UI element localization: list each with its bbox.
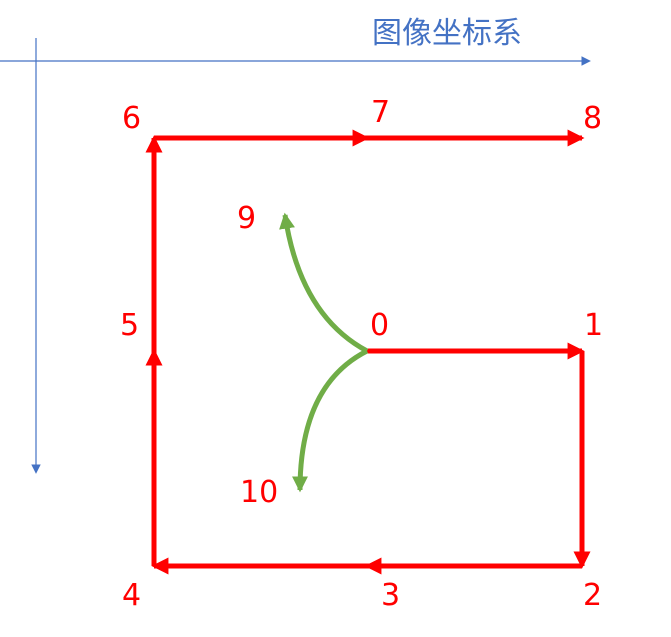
node-label-2: 2: [583, 578, 602, 613]
node-label-4: 4: [122, 578, 141, 613]
edge-0-to-10: [292, 348, 369, 493]
node-label-9: 9: [237, 201, 256, 236]
node-label-0: 0: [370, 308, 389, 343]
node-label-6: 6: [122, 101, 141, 136]
node-label-1: 1: [584, 308, 603, 343]
coordinate-system-title: 图像坐标系: [372, 16, 522, 51]
node-label-8: 8: [583, 101, 602, 136]
labels-layer: 0 1 2 3 4 5 6 7 8 9 10: [120, 95, 603, 613]
edge-0-to-9: [279, 212, 369, 354]
node-label-5: 5: [120, 308, 139, 343]
node-label-3: 3: [381, 578, 400, 613]
node-label-10: 10: [240, 475, 278, 510]
node-label-7: 7: [371, 95, 390, 130]
edges-layer: [145, 129, 591, 575]
